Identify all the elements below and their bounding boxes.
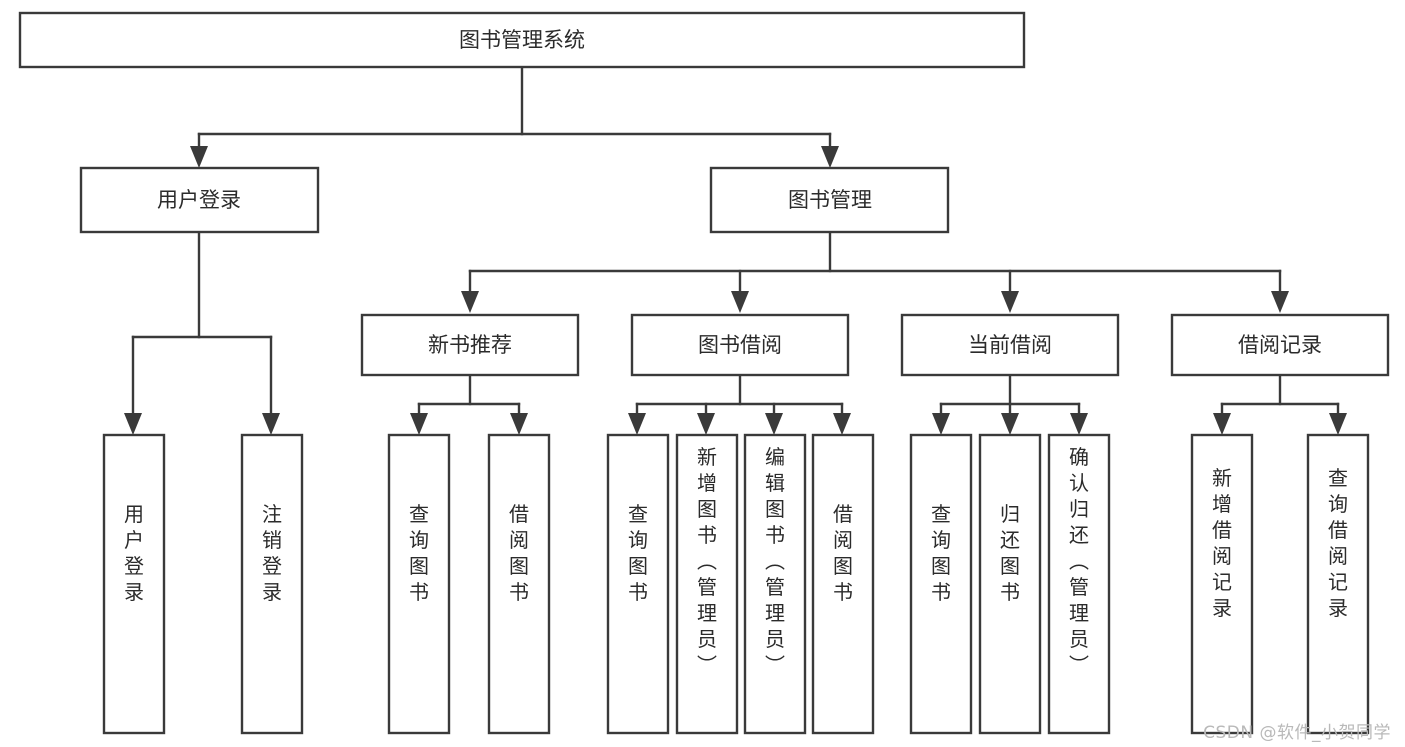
leaf-book-borrow-2-label: 新增图书︵管理员︶ — [697, 445, 717, 677]
leaf-borrow-record-2-label: 查询借阅记录 — [1328, 466, 1348, 620]
node-book-borrow-label: 图书借阅 — [698, 333, 782, 357]
node-borrow-record[interactable]: 借阅记录 — [1170, 313, 1390, 377]
leaf-current-borrow-3[interactable]: 确认归还︵管理员︶ — [1047, 433, 1111, 735]
node-current-borrow-label: 当前借阅 — [968, 333, 1052, 357]
node-book-management-label: 图书管理 — [788, 188, 872, 212]
leaf-user-login-2[interactable]: 注销登录 — [240, 433, 304, 735]
node-new-book-recommend-label: 新书推荐 — [428, 333, 512, 357]
node-new-book-recommend[interactable]: 新书推荐 — [360, 313, 580, 377]
node-book-management[interactable]: 图书管理 — [709, 166, 950, 234]
connector-userlogin-to-leaves — [124, 230, 280, 435]
leaf-borrow-record-2[interactable]: 查询借阅记录 — [1306, 433, 1370, 735]
connector-bookborrow-to-leaves — [628, 373, 851, 435]
leaf-current-borrow-2-label: 归还图书 — [1000, 502, 1020, 604]
node-current-borrow[interactable]: 当前借阅 — [900, 313, 1120, 377]
leaf-book-borrow-1[interactable]: 查询图书 — [606, 433, 670, 735]
leaf-current-borrow-3-label: 确认归还︵管理员︶ — [1069, 445, 1089, 677]
leaf-current-borrow-2[interactable]: 归还图书 — [978, 433, 1042, 735]
leaf-borrow-record-1-label: 新增借阅记录 — [1212, 466, 1232, 620]
leaf-user-login-2-label: 注销登录 — [262, 502, 282, 604]
leaf-new-book-2-label: 借阅图书 — [509, 502, 529, 604]
node-user-login[interactable]: 用户登录 — [79, 166, 320, 234]
leaf-book-borrow-3-label: 编辑图书︵管理员︶ — [765, 445, 785, 677]
connector-bookmgmt-to-level3 — [461, 230, 1289, 313]
leaf-book-borrow-1-label: 查询图书 — [628, 502, 648, 604]
leaf-new-book-2[interactable]: 借阅图书 — [487, 433, 551, 735]
leaf-book-borrow-4[interactable]: 借阅图书 — [811, 433, 875, 735]
leaf-current-borrow-1-label: 查询图书 — [931, 502, 951, 604]
leaf-user-login-1-label: 用户登录 — [124, 502, 144, 604]
node-root-label: 图书管理系统 — [459, 28, 585, 52]
leaf-borrow-record-1[interactable]: 新增借阅记录 — [1190, 433, 1254, 735]
leaf-current-borrow-1[interactable]: 查询图书 — [909, 433, 973, 735]
connector-currentborrow-to-leaves — [932, 373, 1088, 435]
connector-newbook-to-leaves — [410, 373, 528, 435]
connector-borrowrecord-to-leaves — [1213, 373, 1347, 435]
leaf-book-borrow-2[interactable]: 新增图书︵管理员︶ — [675, 433, 739, 735]
connector-root-to-level2 — [190, 65, 839, 168]
leaf-book-borrow-3[interactable]: 编辑图书︵管理员︶ — [743, 433, 807, 735]
node-root[interactable]: 图书管理系统 — [18, 11, 1026, 69]
leaf-new-book-1-label: 查询图书 — [409, 502, 429, 604]
leaf-user-login-1[interactable]: 用户登录 — [102, 433, 166, 735]
leaf-new-book-1[interactable]: 查询图书 — [387, 433, 451, 735]
node-user-login-label: 用户登录 — [157, 188, 241, 212]
leaf-book-borrow-4-label: 借阅图书 — [833, 502, 853, 604]
node-borrow-record-label: 借阅记录 — [1238, 333, 1322, 357]
node-book-borrow[interactable]: 图书借阅 — [630, 313, 850, 377]
